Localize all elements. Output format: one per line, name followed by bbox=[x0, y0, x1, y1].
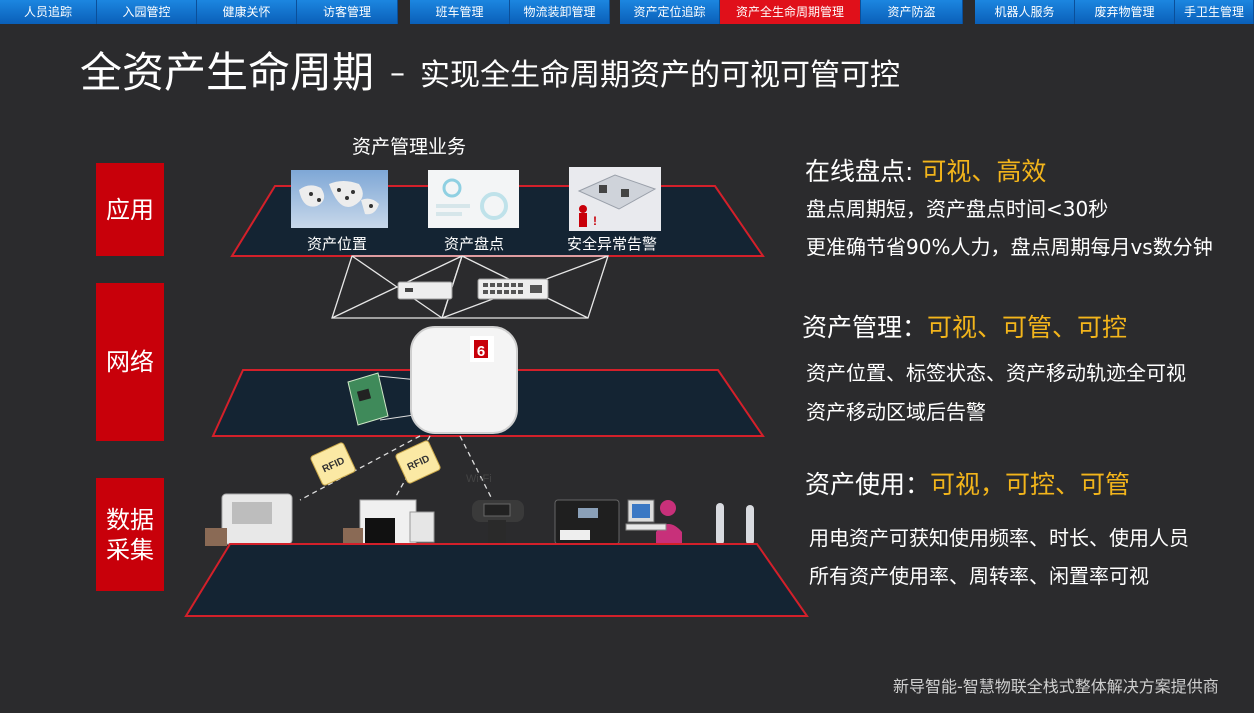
svg-text:!: ! bbox=[593, 214, 597, 228]
workstation-user-icon bbox=[625, 499, 682, 544]
layer-label-network: 网络 bbox=[96, 283, 164, 441]
tab-personnel-tracking[interactable]: 人员追踪 bbox=[0, 0, 97, 24]
asset-inventory-thumbnail bbox=[428, 170, 519, 228]
section-inventory-line-1: 盘点周期短，资产盘点时间<30秒 bbox=[806, 197, 1109, 221]
tab-logistics[interactable]: 物流装卸管理 bbox=[510, 0, 610, 24]
data-layer-plane bbox=[184, 543, 809, 617]
access-point-icon bbox=[410, 326, 518, 434]
tab-asset-location[interactable]: 资产定位追踪 bbox=[620, 0, 720, 24]
handheld-scanner-icon bbox=[472, 500, 524, 544]
tab-asset-theft[interactable]: 资产防盗 bbox=[861, 0, 963, 24]
section-management-line-1: 资产位置、标签状态、资产移动轨迹全可视 bbox=[806, 361, 1186, 385]
router-icon bbox=[397, 281, 453, 300]
layer-label-data: 数据 采集 bbox=[96, 478, 164, 591]
ap-wifi6-badge: 6 bbox=[477, 343, 485, 360]
top-nav: 人员追踪 入园管控 健康关怀 访客管理 班车管理 物流装卸管理 资产定位追踪 资… bbox=[0, 0, 1254, 24]
switch-icon bbox=[477, 278, 549, 300]
wifi-label: Wi-Fi bbox=[466, 473, 492, 485]
gate-antenna-icon bbox=[716, 503, 754, 545]
layer-label-app: 应用 bbox=[96, 163, 164, 256]
section-usage-header: 资产使用：可视，可控、可管 bbox=[805, 470, 1131, 499]
tab-robot-service[interactable]: 机器人服务 bbox=[975, 0, 1075, 24]
tab-visitor-management[interactable]: 访客管理 bbox=[297, 0, 398, 24]
section-management-header: 资产管理：可视、可管、可控 bbox=[802, 313, 1128, 342]
caption-asset-location: 资产位置 bbox=[307, 235, 368, 253]
medical-device-icon bbox=[205, 493, 293, 546]
lab-equipment-icon bbox=[343, 499, 435, 546]
page-title: 全资产生命周期 bbox=[80, 48, 375, 97]
safety-alert-thumbnail: ! bbox=[569, 167, 661, 231]
section-inventory-header: 在线盘点: 可视、高效 bbox=[805, 157, 1047, 186]
section-usage-line-2: 所有资产使用率、周转率、闲置率可视 bbox=[809, 564, 1149, 588]
tab-asset-lifecycle[interactable]: 资产全生命周期管理 bbox=[720, 0, 861, 24]
business-title: 资产管理业务 bbox=[352, 136, 467, 158]
section-management-line-2: 资产移动区域后告警 bbox=[806, 400, 986, 424]
label-printer-icon bbox=[554, 499, 620, 545]
section-inventory-line-2: 更准确节省90%人力，盘点周期每月vs数分钟 bbox=[806, 235, 1213, 259]
caption-safety-alert: 安全异常告警 bbox=[567, 235, 658, 253]
section-usage-line-1: 用电资产可获知使用频率、时长、使用人员 bbox=[809, 526, 1189, 550]
rfid-tag-icon-2: RFID bbox=[395, 440, 441, 484]
iot-module-icon bbox=[347, 372, 389, 426]
asset-location-thumbnail bbox=[291, 170, 388, 228]
tab-shuttle-management[interactable]: 班车管理 bbox=[410, 0, 510, 24]
tab-waste-management[interactable]: 废弃物管理 bbox=[1075, 0, 1175, 24]
footer-slogan: 新导智能-智慧物联全栈式整体解决方案提供商 bbox=[893, 677, 1219, 696]
title-separator: – bbox=[390, 56, 405, 91]
rfid-tag-icon: RFID bbox=[310, 442, 356, 486]
tab-health-care[interactable]: 健康关怀 bbox=[197, 0, 297, 24]
tab-park-entry[interactable]: 入园管控 bbox=[97, 0, 197, 24]
caption-asset-inventory: 资产盘点 bbox=[444, 235, 505, 253]
page-subtitle: 实现全生命周期资产的可视可管可控 bbox=[420, 58, 900, 93]
tab-hand-hygiene[interactable]: 手卫生管理 bbox=[1175, 0, 1254, 24]
